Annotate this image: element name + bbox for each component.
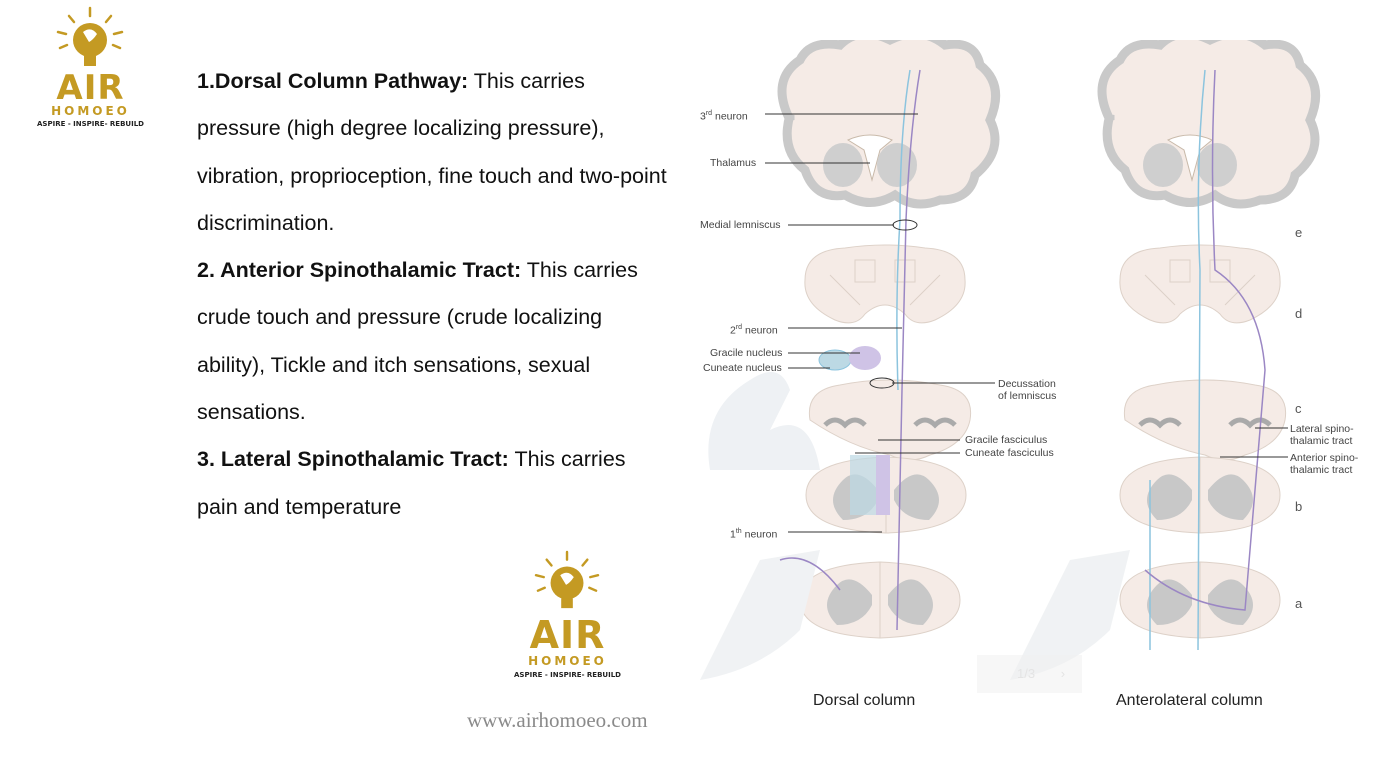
item-text: This carries pain and temperature bbox=[197, 447, 626, 519]
logo-brand: AIR bbox=[529, 613, 606, 657]
logo-tagline: ASPIRE - INSPIRE- REBUILD bbox=[37, 120, 144, 128]
logo-center: AIR HOMOEO ASPIRE - INSPIRE- REBUILD bbox=[505, 550, 630, 681]
caption-anterolateral-column: Anterolateral column bbox=[1116, 692, 1263, 709]
label-cuneate-nucleus: Cuneate nucleus bbox=[703, 362, 782, 374]
pager-count: 1/3 bbox=[1017, 666, 1036, 681]
label-third-neuron: 3rd neuron bbox=[700, 110, 748, 123]
label-gracile-fasciculus: Gracile fasciculus bbox=[965, 434, 1048, 446]
label-lateral-spinothalamic: Lateral spino-thalamic tract bbox=[1290, 423, 1354, 447]
pathway-illustration bbox=[700, 40, 1380, 680]
label-anterior-spinothalamic: Anterior spino-thalamic tract bbox=[1290, 452, 1359, 476]
item-heading: 3. Lateral Spinothalamic Tract: bbox=[197, 447, 509, 472]
label-gracile-nucleus: Gracile nucleus bbox=[710, 347, 783, 359]
lightbulb-logo-icon bbox=[534, 550, 600, 609]
dorsal-column-illustration bbox=[700, 40, 996, 680]
item-dorsal-column: 1.Dorsal Column Pathway: This carries pr… bbox=[197, 58, 667, 247]
item-anterior-spinothalamic: 2. Anterior Spinothalamic Tract: This ca… bbox=[197, 247, 667, 436]
item-text: This carries pressure (high degree local… bbox=[197, 69, 667, 235]
item-heading: 1.Dorsal Column Pathway: bbox=[197, 69, 469, 93]
level-e: e bbox=[1295, 225, 1303, 240]
label-medial-lemniscus: Medial lemniscus bbox=[700, 219, 781, 231]
chevron-right-icon[interactable]: › bbox=[1060, 666, 1066, 681]
caption-dorsal-column: Dorsal column bbox=[813, 692, 916, 709]
lightbulb-logo-icon bbox=[56, 6, 124, 66]
label-thalamus: Thalamus bbox=[710, 157, 757, 169]
level-c: c bbox=[1295, 401, 1302, 416]
logo-name: HOMOEO bbox=[528, 654, 607, 668]
item-text: This carries crude touch and pressure (c… bbox=[197, 258, 638, 425]
logo-tagline: ASPIRE - INSPIRE- REBUILD bbox=[514, 671, 621, 679]
sensory-pathways-diagram: 3rd neuron Thalamus Medial lemniscus 2rd… bbox=[680, 40, 1380, 730]
website-url[interactable]: www.airhomoeo.com bbox=[467, 708, 648, 732]
label-cuneate-fasciculus: Cuneate fasciculus bbox=[965, 447, 1054, 459]
level-b: b bbox=[1295, 499, 1303, 514]
logo-top: AIR HOMOEO ASPIRE - INSPIRE- REBUILD bbox=[33, 6, 148, 129]
label-second-neuron: 2rd neuron bbox=[730, 324, 778, 337]
logo-brand: AIR bbox=[56, 68, 125, 108]
image-pager[interactable]: 1/3 › bbox=[977, 655, 1082, 693]
logo-name: HOMOEO bbox=[51, 104, 130, 118]
label-first-neuron: 1th neuron bbox=[730, 528, 778, 541]
level-d: d bbox=[1295, 306, 1303, 321]
slide-body: 1.Dorsal Column Pathway: This carries pr… bbox=[197, 58, 667, 531]
level-a: a bbox=[1295, 596, 1303, 611]
item-lateral-spinothalamic: 3. Lateral Spinothalamic Tract: This car… bbox=[197, 436, 667, 531]
anterolateral-column-illustration bbox=[1010, 40, 1316, 680]
item-heading: 2. Anterior Spinothalamic Tract: bbox=[197, 258, 522, 283]
